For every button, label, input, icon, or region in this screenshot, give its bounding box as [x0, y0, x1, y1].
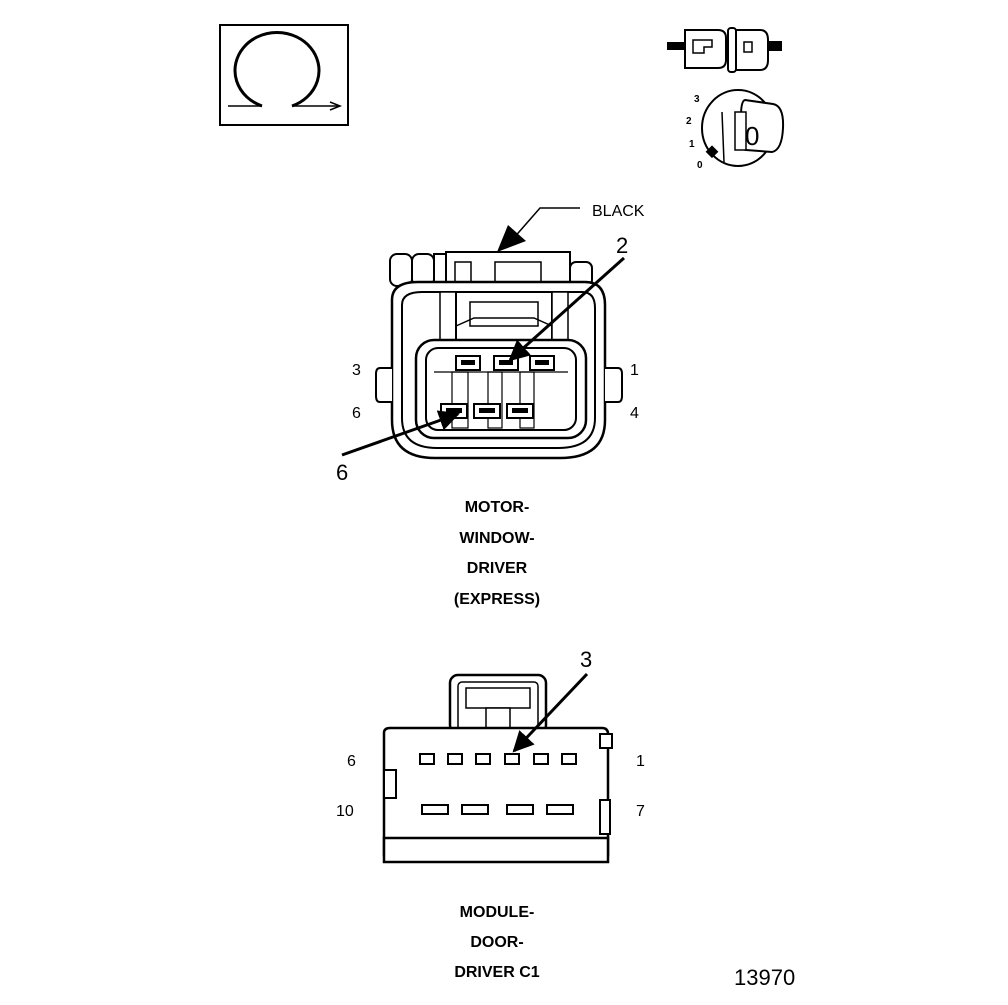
- title-line: MOTOR-: [465, 499, 530, 516]
- module-door-connector: [382, 673, 613, 864]
- title-line: MODULE-: [460, 904, 535, 921]
- ignition-key-icon: 3 2 1 0 0: [686, 89, 785, 171]
- module-terminal-10: [421, 804, 449, 815]
- module-pin-label-7: 7: [636, 803, 645, 820]
- module-pin-label-10: 10: [336, 803, 354, 820]
- ignition-position-0: 0: [697, 160, 703, 171]
- figure-number: 13970: [734, 965, 795, 990]
- module-terminal-7: [546, 804, 574, 815]
- motor-pin-label-3: 3: [352, 362, 361, 379]
- callout-label-pin-3: 3: [580, 647, 592, 672]
- module-terminal-1: [561, 753, 577, 765]
- callout-arrow-pin-6: [341, 410, 460, 457]
- motor-pin-label-6: 6: [352, 405, 361, 422]
- title-line: WINDOW-: [459, 530, 534, 547]
- motor-connector-title: MOTOR- WINDOW- DRIVER (EXPRESS): [454, 499, 540, 608]
- connector-plug-icon: [667, 27, 782, 73]
- ignition-position-2: 2: [686, 116, 692, 127]
- motor-pin-label-1: 1: [630, 362, 639, 379]
- motor-terminal-2: [493, 355, 519, 371]
- module-terminal-9: [461, 804, 489, 815]
- ohm-symbol-icon: [219, 24, 349, 126]
- module-terminal-5: [447, 753, 463, 765]
- module-connector-title: MODULE- DOOR- DRIVER C1: [454, 904, 539, 981]
- callout-label-pin-6: 6: [336, 460, 348, 485]
- motor-terminal-1: [529, 355, 555, 371]
- motor-terminal-3: [455, 355, 481, 371]
- module-terminal-4: [475, 753, 491, 765]
- module-pin-label-6: 6: [347, 753, 356, 770]
- color-callout: BLACK: [497, 203, 645, 252]
- ignition-position-1: 1: [689, 139, 695, 150]
- title-line: DRIVER: [467, 560, 528, 577]
- motor-terminal-4: [506, 403, 534, 419]
- ignition-position-3: 3: [694, 94, 700, 105]
- module-pin-label-1: 1: [636, 753, 645, 770]
- callout-label-pin-2: 2: [616, 233, 628, 258]
- title-line: DOOR-: [470, 934, 523, 951]
- ignition-key-label: 0: [745, 121, 759, 151]
- motor-window-connector: [375, 251, 623, 460]
- motor-pin-label-4: 4: [630, 405, 639, 422]
- module-terminal-6: [419, 753, 435, 765]
- motor-terminal-5: [473, 403, 501, 419]
- connector-color-label: BLACK: [592, 203, 645, 220]
- module-terminal-2: [533, 753, 549, 765]
- callout-arrow-pin-3: [512, 672, 589, 753]
- callout-arrow-pin-2: [508, 256, 626, 362]
- title-line: (EXPRESS): [454, 591, 540, 608]
- title-line: DRIVER C1: [454, 964, 539, 981]
- module-terminal-8: [506, 804, 534, 815]
- module-terminal-3: [504, 753, 520, 765]
